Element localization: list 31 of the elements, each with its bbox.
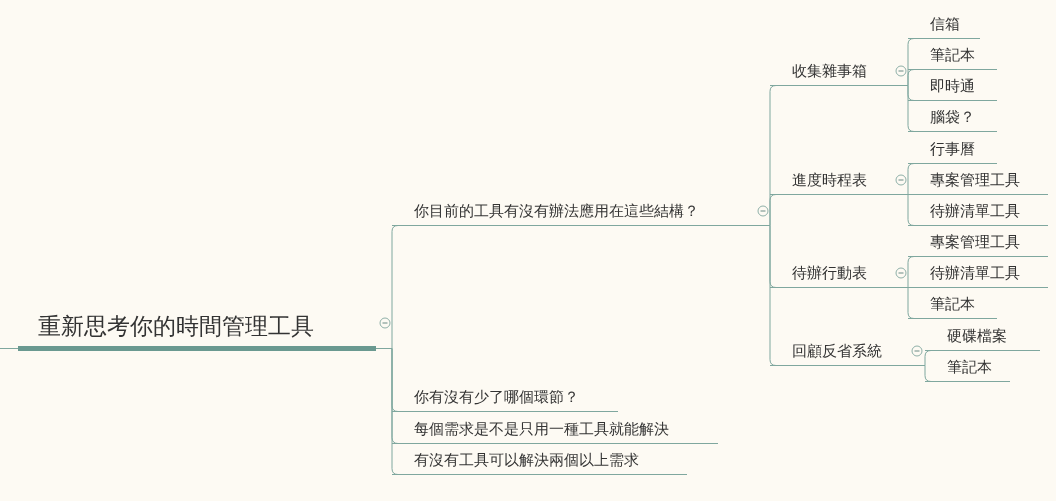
connector-line (907, 287, 915, 319)
topic-label: 每個需求是不是只用一種工具就能解決 (392, 415, 718, 444)
connector-line (907, 85, 915, 132)
connector-line (0, 348, 19, 349)
topic-label: 專案管理工具 (908, 166, 1048, 195)
connector-line (924, 350, 932, 366)
topic-label: 專案管理工具 (908, 228, 1048, 257)
topic-label: 筆記本 (925, 353, 1010, 382)
topic-label: 你有沒有少了哪個環節？ (392, 383, 618, 412)
topic-label: 進度時程表 (770, 166, 908, 195)
topic-label: 即時通 (908, 72, 997, 101)
topic-label: 硬碟檔案 (925, 322, 1040, 351)
connector-line (907, 194, 915, 226)
topic-label: 待辦行動表 (770, 259, 908, 288)
topic-label: 行事曆 (908, 135, 997, 164)
topic-label: 待辦清單工具 (908, 197, 1048, 226)
topic-label: 你目前的工具有沒有辦法應用在這些結構？ (392, 197, 770, 226)
topic-label: 信箱 (908, 10, 980, 39)
connector-line (907, 69, 915, 86)
topic-label: 筆記本 (908, 290, 997, 319)
topic-label: 腦袋？ (908, 103, 997, 132)
topic-label: 收集雜事箱 (770, 57, 908, 86)
connector-line (375, 348, 399, 475)
topic-label: 筆記本 (908, 41, 997, 70)
connector-line (769, 225, 777, 366)
connector-line (769, 194, 777, 226)
topic-label: 有沒有工具可以解決兩個以上需求 (392, 446, 687, 475)
central-topic: 重新思考你的時間管理工具 (18, 306, 376, 351)
connector-line (924, 365, 932, 382)
topic-label: 回顧反省系統 (770, 337, 925, 366)
topic-label: 待辦清單工具 (908, 259, 1048, 288)
